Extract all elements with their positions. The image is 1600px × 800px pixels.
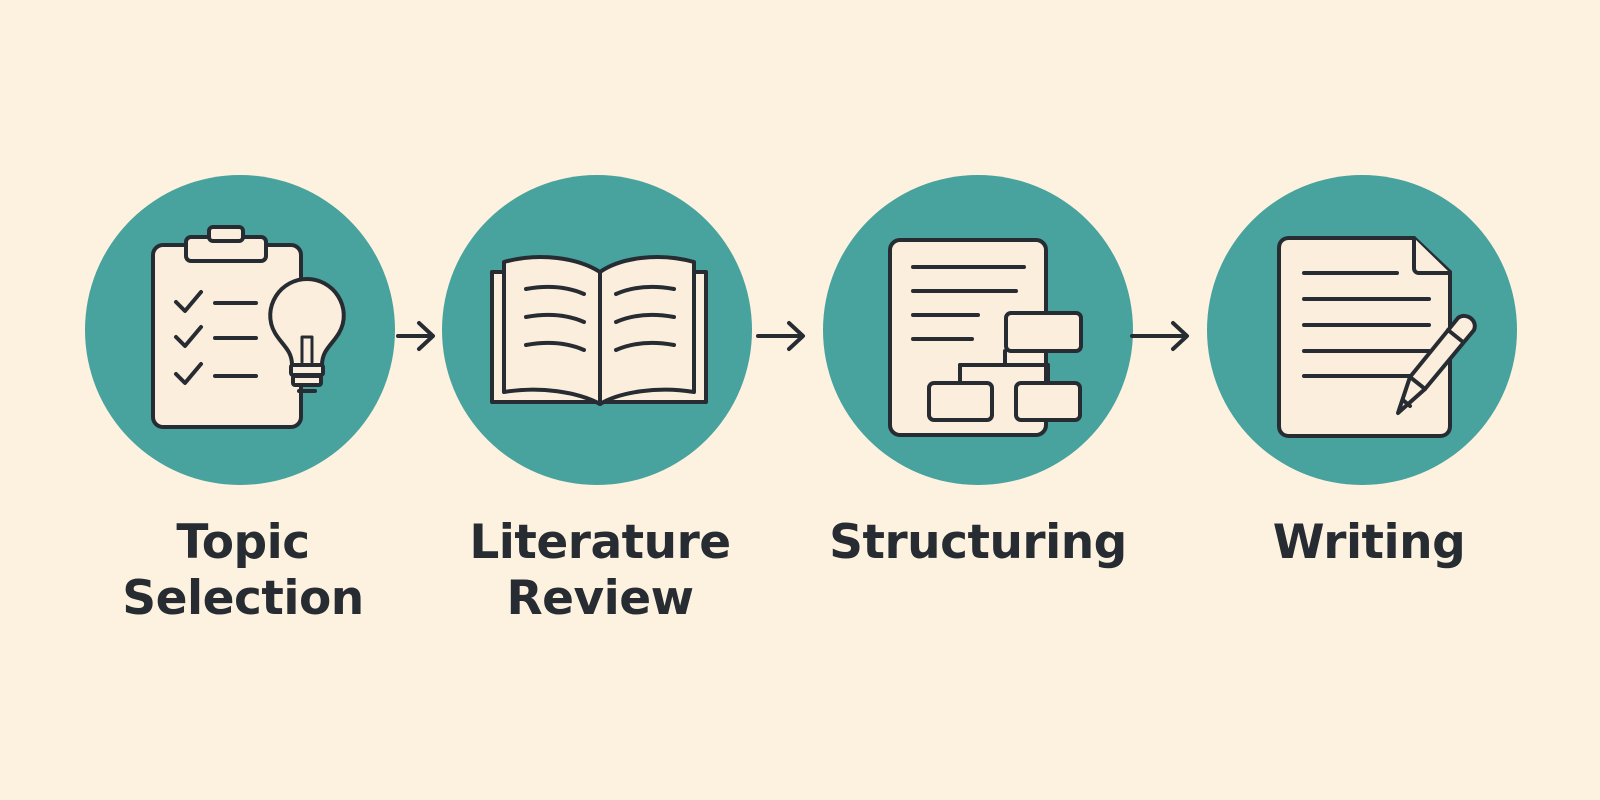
arrow-right-icon: [1130, 321, 1189, 351]
document-structure-icon: [888, 238, 1083, 437]
arrow-right-icon: [396, 321, 435, 351]
step-label-writing: Writing: [1272, 515, 1466, 570]
clipboard-lightbulb-icon: [151, 225, 346, 429]
step-label-structuring: Structuring: [829, 515, 1127, 570]
step-label-literature-review: Literature Review: [469, 515, 731, 626]
document-pencil-icon: [1277, 236, 1477, 438]
open-book-icon: [490, 255, 708, 406]
step-label-topic-selection: Topic Selection: [122, 515, 364, 626]
arrow-right-icon: [756, 321, 805, 351]
